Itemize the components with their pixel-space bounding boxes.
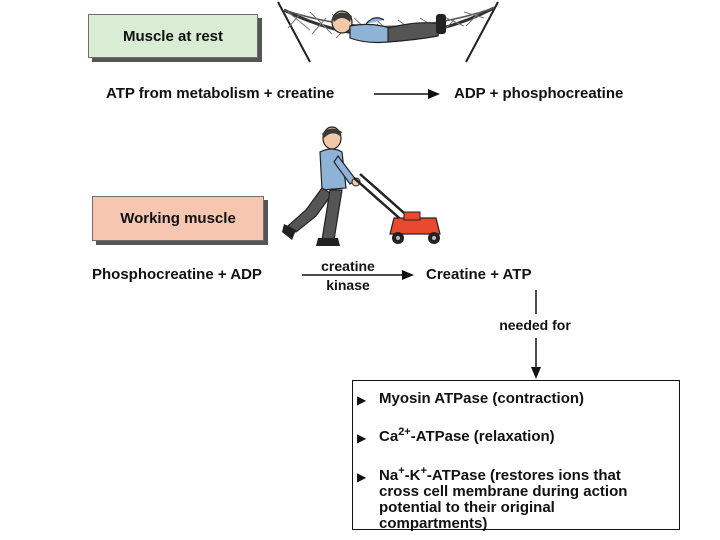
rest-arrow xyxy=(374,89,440,99)
use-text: Ca2+-ATPase (relaxation) xyxy=(379,426,555,445)
rest-equation-right: ADP + phosphocreatine xyxy=(454,85,624,102)
bullet-triangle-icon: ▶ xyxy=(357,431,367,445)
use-item-myosin: ▶ Myosin ATPase (contraction) xyxy=(357,391,584,408)
use-text: Na+-K+-ATPase (restores ions that cross … xyxy=(379,465,628,532)
muscle-at-rest-label: Muscle at rest xyxy=(88,14,258,58)
atp-uses-box: ▶ Myosin ATPase (contraction) ▶ Ca2+-ATPas… xyxy=(352,380,680,532)
needed-for-arrow xyxy=(531,338,541,379)
lawnmower-person-illustration xyxy=(282,126,441,246)
working-muscle-label: Working muscle xyxy=(92,196,264,241)
needed-for-connector-top xyxy=(535,290,537,314)
enzyme-label-line1: creatine xyxy=(321,258,375,274)
working-equation-right: Creatine + ATP xyxy=(426,266,532,283)
bullet-triangle-icon: ▶ xyxy=(357,470,367,484)
use-item-sodium-potassium: ▶ Na+-K+-ATPase (restores ions that cross… xyxy=(357,465,651,532)
hammock-person-illustration xyxy=(277,1,499,63)
use-text: Myosin ATPase (contraction) xyxy=(379,390,585,407)
enzyme-label-line2: kinase xyxy=(326,277,370,293)
working-arrow xyxy=(302,270,414,280)
needed-for-label: needed for xyxy=(499,317,571,333)
use-item-calcium: ▶ Ca2+-ATPase (relaxation) xyxy=(357,426,555,446)
rest-equation-left: ATP from metabolism + creatine xyxy=(106,85,335,102)
bullet-triangle-icon: ▶ xyxy=(357,393,367,407)
working-equation-left: Phosphocreatine + ADP xyxy=(92,266,262,283)
